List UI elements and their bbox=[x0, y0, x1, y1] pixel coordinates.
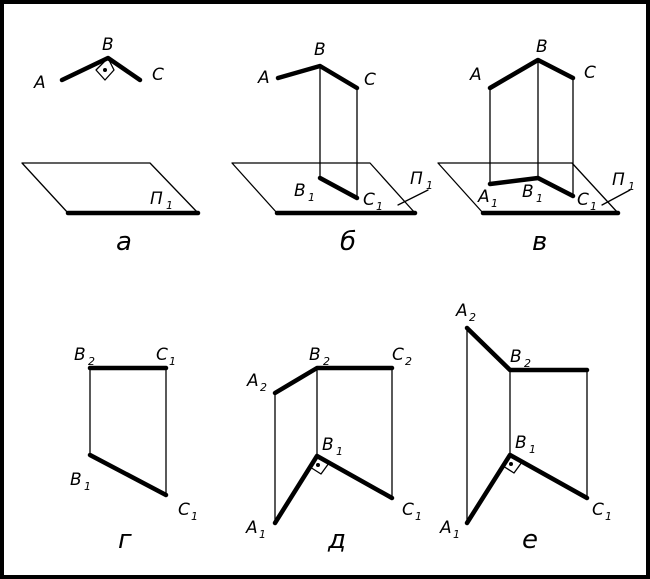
label-c: C bbox=[152, 65, 164, 85]
label-a2-sub: 2 bbox=[260, 381, 267, 394]
label-p-sub: 1 bbox=[426, 179, 433, 192]
right-angle-mark bbox=[309, 455, 330, 475]
label-c1-sub: 1 bbox=[376, 200, 383, 213]
segment-a2b2c2 bbox=[464, 325, 590, 373]
label-c2-sub: 2 bbox=[405, 355, 412, 368]
label-b2: B bbox=[510, 347, 522, 367]
plane-p1 bbox=[231, 162, 416, 214]
label-a1-sub: 1 bbox=[259, 528, 266, 541]
label-b2-sub: 2 bbox=[524, 357, 531, 370]
right-angle-mark bbox=[502, 454, 523, 474]
label-a2: A bbox=[455, 301, 468, 321]
label-b2-sub: 2 bbox=[88, 355, 95, 368]
label-a1-sub: 1 bbox=[453, 528, 460, 541]
panel-e: A 2 B 2 B 1 A 1 C 1 е bbox=[439, 301, 612, 555]
caption-a: а bbox=[116, 227, 132, 257]
segment-a2b2c2 bbox=[272, 365, 395, 396]
label-c1: C bbox=[363, 190, 375, 210]
label-a2-sub: 2 bbox=[469, 311, 476, 324]
panel-b: A B C B 1 C 1 П 1 б bbox=[231, 40, 433, 257]
label-a1: A bbox=[477, 187, 490, 207]
label-p: П bbox=[612, 170, 625, 190]
label-c1: C bbox=[178, 500, 190, 520]
label-c1: C bbox=[592, 500, 604, 520]
label-b1-sub: 1 bbox=[336, 445, 343, 458]
label-b2: B bbox=[309, 345, 321, 365]
label-a1: A bbox=[245, 518, 258, 538]
panel-g: B 2 C 1 B 1 C 1 г bbox=[70, 345, 198, 555]
label-b1: B bbox=[294, 181, 306, 201]
segment-abc bbox=[59, 55, 143, 83]
label-p-sub: 1 bbox=[166, 199, 173, 212]
label-c: C bbox=[364, 70, 376, 90]
label-b1: B bbox=[322, 435, 334, 455]
leader-p bbox=[397, 189, 429, 206]
segment-a1b1c1 bbox=[272, 453, 395, 526]
label-b2: B bbox=[74, 345, 86, 365]
caption-g: г bbox=[118, 525, 132, 555]
label-c1: C bbox=[577, 190, 589, 210]
label-c1: C bbox=[402, 500, 414, 520]
label-a1-sub: 1 bbox=[491, 197, 498, 210]
label-c1-top: C bbox=[156, 345, 168, 365]
segment-abc bbox=[275, 63, 360, 91]
label-p-sub: 1 bbox=[628, 180, 635, 193]
segment-abc bbox=[487, 57, 576, 91]
label-b1: B bbox=[515, 433, 527, 453]
label-a: A bbox=[33, 73, 46, 93]
panel-a: A B C П 1 а bbox=[21, 35, 201, 257]
label-b1-sub: 1 bbox=[529, 443, 536, 456]
label-a: A bbox=[257, 68, 270, 88]
label-b1-sub: 1 bbox=[308, 191, 315, 204]
label-b: B bbox=[536, 37, 548, 57]
label-b1: B bbox=[70, 470, 82, 490]
label-c1-sub: 1 bbox=[605, 510, 612, 523]
label-a1: A bbox=[439, 518, 452, 538]
segment-b1c1 bbox=[87, 452, 169, 498]
right-angle-dot bbox=[103, 68, 107, 72]
label-c1-sub: 1 bbox=[590, 200, 597, 213]
right-angle-mark bbox=[95, 57, 115, 81]
label-p: П bbox=[410, 169, 423, 189]
segment-b1c1 bbox=[317, 175, 360, 201]
label-b1-sub: 1 bbox=[536, 192, 543, 205]
right-angle-dot bbox=[316, 463, 320, 467]
label-c1-sub: 1 bbox=[415, 510, 422, 523]
label-a: A bbox=[469, 65, 482, 85]
leader-p bbox=[601, 189, 631, 206]
panel-d: A 2 B 2 C 2 B 1 A 1 C 1 д bbox=[245, 345, 422, 555]
label-c1-sub: 1 bbox=[191, 510, 198, 523]
label-b: B bbox=[314, 40, 326, 60]
label-c1-top-sub: 1 bbox=[169, 355, 176, 368]
label-b1: B bbox=[522, 182, 534, 202]
caption-e: е bbox=[522, 525, 538, 555]
label-c: C bbox=[584, 63, 596, 83]
label-p: П bbox=[150, 189, 163, 209]
panel-v: A B C A 1 B 1 C 1 П 1 в bbox=[437, 37, 635, 257]
label-a2: A bbox=[246, 371, 259, 391]
label-b2-sub: 2 bbox=[323, 355, 330, 368]
right-angle-dot bbox=[509, 462, 513, 466]
caption-d: д bbox=[327, 525, 346, 555]
caption-b: б bbox=[340, 227, 356, 257]
label-b: B bbox=[102, 35, 114, 55]
segment-a1b1c1 bbox=[487, 175, 576, 199]
label-b1-sub: 1 bbox=[84, 480, 91, 493]
caption-v: в bbox=[532, 227, 547, 257]
label-c2: C bbox=[392, 345, 404, 365]
segment-a1b1c1 bbox=[464, 452, 590, 526]
